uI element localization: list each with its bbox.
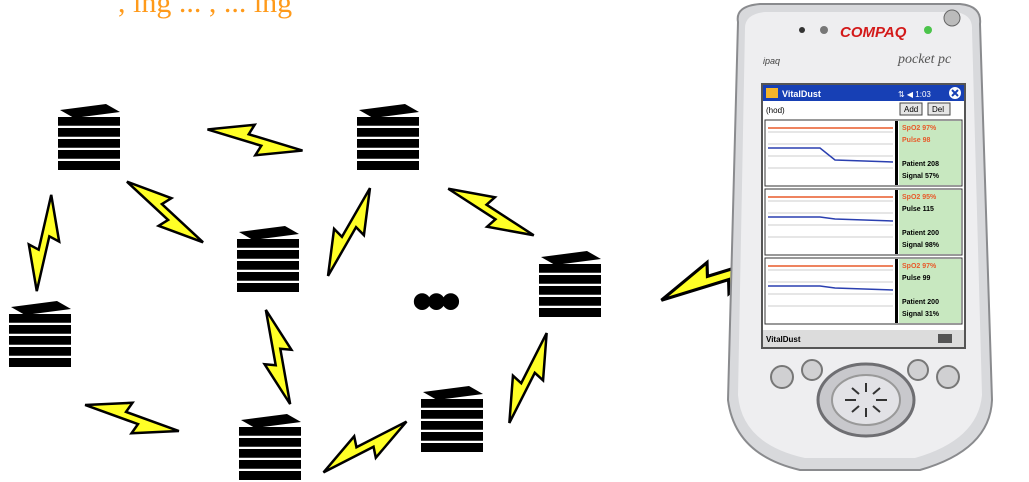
list-label: (hod)	[766, 106, 785, 115]
hardware-button[interactable]	[771, 366, 793, 388]
ipaq-logo: ipaq	[763, 56, 780, 66]
pocket-pc-device: COMPAQ pocket pc ipaq VitalDust ⇅ ◀ 1:03…	[728, 4, 992, 470]
hardware-button[interactable]	[802, 360, 822, 380]
more-nodes-ellipsis: •••	[412, 268, 455, 335]
sensor-node-icon	[9, 301, 71, 367]
patient-spo2-label: SpO2 95%	[902, 194, 937, 201]
radio-link-icon	[445, 171, 538, 252]
sensor-node-icon	[357, 104, 419, 170]
del-button-label: Del	[932, 105, 944, 114]
radio-link-icon	[122, 167, 207, 257]
patient-signal-label: Signal 98%	[902, 242, 940, 249]
radio-link-icon	[491, 330, 566, 426]
patient-pulse-label: Pulse 99	[902, 275, 931, 282]
patient-patient-label: Patient 200	[902, 299, 939, 306]
patient-pulse-label: Pulse 115	[902, 206, 934, 213]
sensor-node-icon	[421, 386, 483, 452]
model-label: pocket pc	[897, 52, 952, 67]
radio-link-icon	[260, 308, 296, 406]
radio-link-icon	[315, 416, 414, 478]
patient-signal-label: Signal 57%	[902, 173, 940, 180]
sensor-node-icon	[58, 104, 120, 170]
app-title: VitalDust	[782, 89, 821, 99]
radio-link-icon	[205, 109, 304, 171]
radio-link-icon	[83, 385, 182, 451]
windows-start-icon[interactable]	[766, 88, 778, 98]
patient-spo2-label: SpO2 97%	[902, 263, 937, 270]
radio-link-icon	[16, 193, 72, 293]
status-icons: ⇅ ◀ 1:03	[898, 90, 931, 99]
keyboard-icon[interactable]	[938, 334, 952, 343]
add-button-label: Add	[904, 105, 918, 114]
hardware-button[interactable]	[908, 360, 928, 380]
radio-link-icon	[310, 185, 388, 280]
taskbar-label: VitalDust	[766, 335, 801, 344]
patient-patient-label: Patient 200	[902, 230, 939, 237]
sensor-node-icon	[237, 226, 299, 292]
patient-signal-label: Signal 31%	[902, 311, 940, 318]
patient-spo2-label: SpO2 97%	[902, 125, 937, 132]
patient-pulse-label: Pulse 98	[902, 137, 931, 144]
patient-patient-label: Patient 208	[902, 161, 939, 168]
sensor-node-icon	[539, 251, 601, 317]
hardware-button[interactable]	[937, 366, 959, 388]
brand-logo: COMPAQ	[840, 24, 907, 41]
sensor-node-icon	[239, 414, 301, 480]
